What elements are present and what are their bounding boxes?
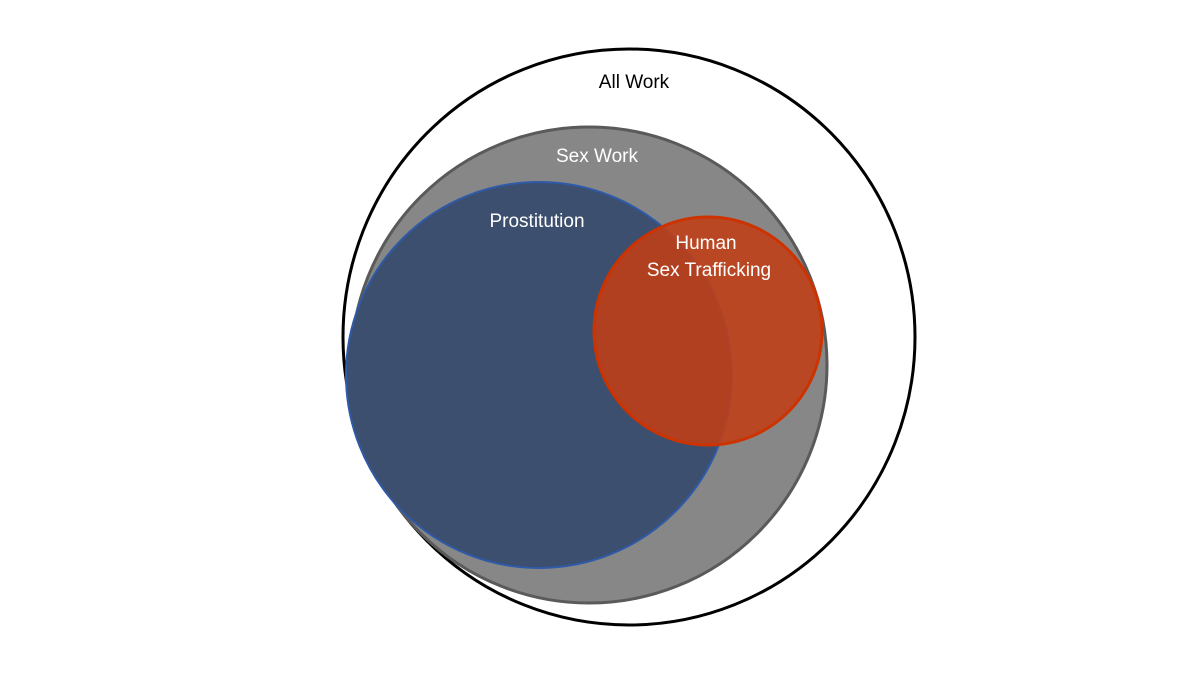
- all-work-label: All Work: [599, 72, 670, 93]
- human-sex-trafficking-circle: [592, 215, 824, 447]
- sex-work-label: Sex Work: [556, 146, 639, 167]
- human-sex-trafficking-label-line2: Sex Trafficking: [647, 260, 771, 281]
- prostitution-label: Prostitution: [489, 211, 584, 232]
- human-sex-trafficking-label-line1: Human: [675, 233, 736, 254]
